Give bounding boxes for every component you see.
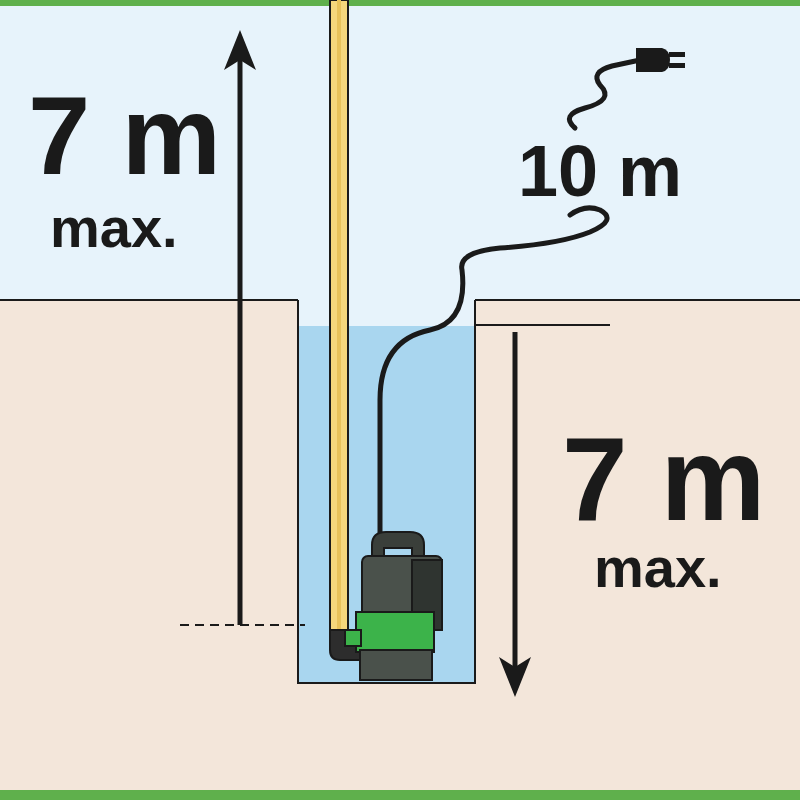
ground-line [0,299,298,301]
hose [330,0,348,640]
water [298,326,475,683]
ground [0,300,800,790]
sky [0,0,800,300]
hose-elbow [330,630,360,660]
water-level-line [475,324,610,326]
dimension-value: 7 m [28,80,221,192]
power-cord [569,60,640,128]
pump [345,532,442,680]
depth-arrow [499,332,531,697]
dimension-note: max. [594,540,722,596]
hose-shade [337,0,341,640]
top-border [0,0,800,6]
plug [636,48,685,72]
height-arrow [224,30,256,625]
ground-line [475,299,800,301]
dimension-value: 7 m [562,420,765,538]
bottom-border [0,790,800,800]
dimension-note: max. [50,200,178,256]
cable-length: 10 m [518,135,682,207]
